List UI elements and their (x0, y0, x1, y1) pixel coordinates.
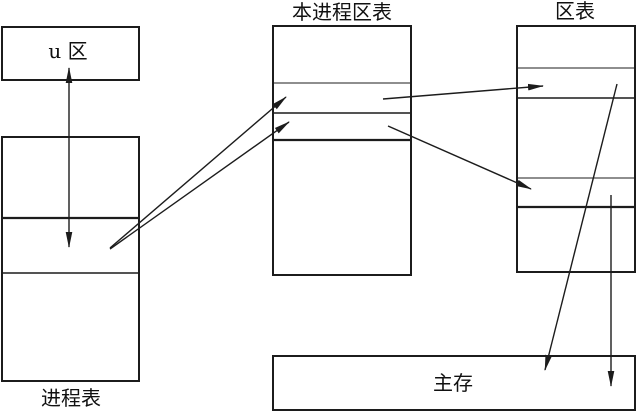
arrow-region-row2-to-main-memory (544, 83, 618, 371)
process-table-box (1, 136, 140, 382)
region-table-label: 区表 (555, 0, 595, 23)
process-table-label: 进程表 (41, 386, 101, 410)
process-region-table-box (272, 25, 412, 276)
process-table-group: 进程表 (1, 136, 140, 410)
region-table-group: 区表 (516, 0, 636, 273)
arrow-proc-region-row2-to-region-table-row2 (382, 83, 544, 100)
main-memory-box (272, 355, 636, 411)
main-memory-label: 主存 (433, 371, 473, 395)
u-area-group: u 区 (1, 26, 140, 81)
arrow-process-entry-to-region-row2 (109, 96, 287, 249)
u-area-label: u 区 (48, 39, 87, 63)
process-region-table-label: 本进程区表 (292, 0, 392, 24)
process-region-table-group: 本进程区表 (272, 0, 412, 276)
arrow-process-entry-to-region-row3 (109, 121, 290, 250)
arrow-proc-region-row3-to-region-table-row4 (387, 125, 532, 190)
region-table-box (516, 25, 636, 273)
main-memory-group: 主存 (272, 355, 636, 411)
